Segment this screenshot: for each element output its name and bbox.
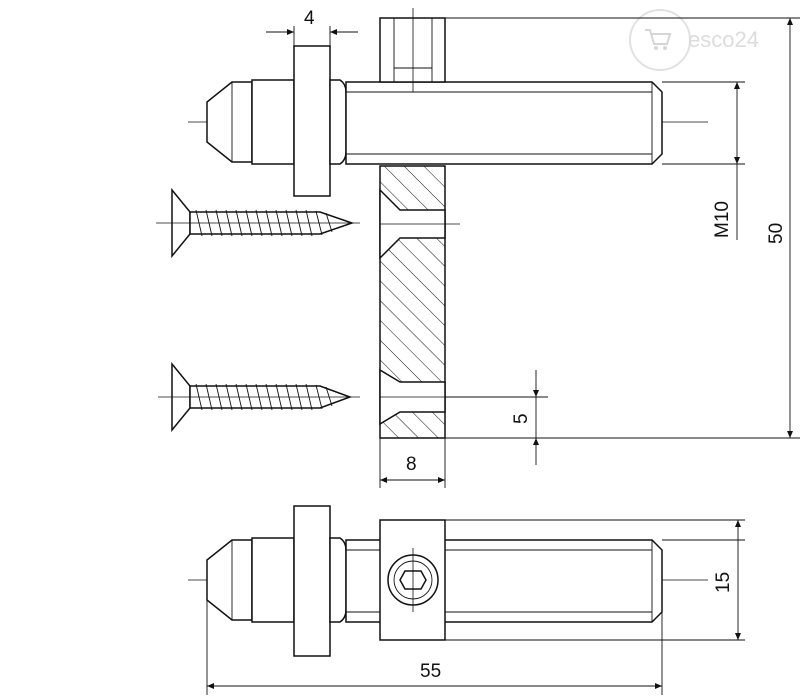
top-view [156, 8, 708, 439]
side-view [188, 505, 708, 657]
dimension-label-50: 50 [766, 223, 787, 244]
wood-screw-upper [156, 187, 360, 259]
collar-side [329, 537, 347, 623]
dimension-overall-height: 50 [445, 17, 800, 439]
watermark: esco24 [629, 9, 759, 71]
dimension-overall-length: 55 [206, 600, 663, 695]
dimension-label-15: 15 [713, 572, 734, 593]
cone-tip-side [206, 539, 253, 621]
dimension-label-4: 4 [304, 8, 315, 29]
dimension-label-8: 8 [406, 454, 417, 475]
collar-top [329, 79, 347, 165]
neck-top [251, 79, 295, 165]
dimension-label-m10: M10 [712, 201, 733, 238]
dimension-plate-thickness: 8 [379, 438, 446, 488]
watermark-badge [629, 9, 691, 71]
wood-screw-lower [158, 361, 360, 433]
threaded-shaft-top [345, 81, 663, 165]
dimension-bottom-offset: 5 [445, 370, 548, 465]
dimension-label-55: 55 [420, 661, 441, 682]
neck-side [251, 537, 295, 623]
dimension-body-width: 15 [445, 519, 745, 641]
cone-tip-top [206, 81, 253, 163]
dimension-label-5: 5 [511, 413, 532, 424]
set-screw-block-top [379, 17, 446, 83]
dimension-thread: M10 [662, 81, 745, 240]
shopping-cart-icon [645, 29, 672, 50]
watermark-text: esco24 [688, 27, 759, 52]
flange-top [293, 45, 331, 197]
flange-side [293, 505, 331, 657]
dimension-flange-thickness: 4 [266, 8, 358, 46]
